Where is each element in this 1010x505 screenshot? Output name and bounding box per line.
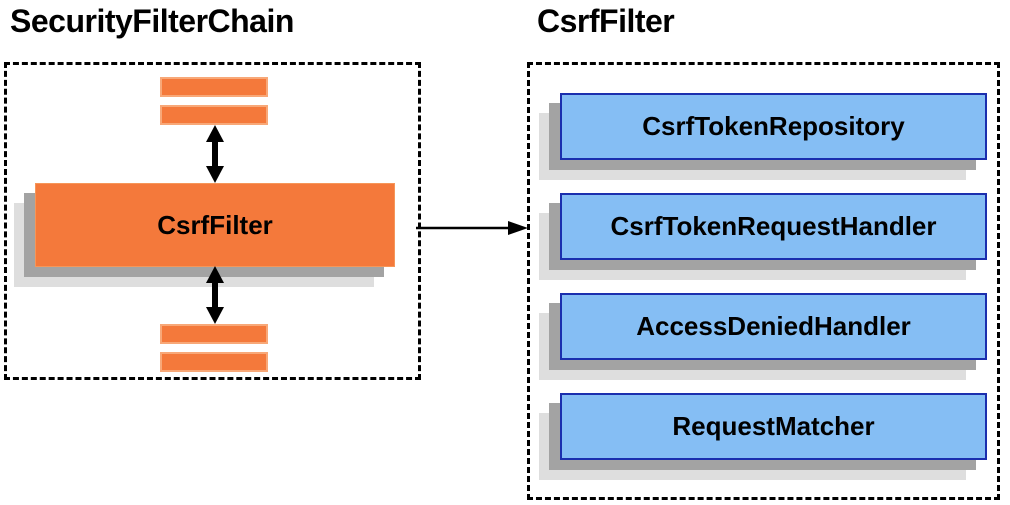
component-label: CsrfTokenRepository	[642, 111, 905, 141]
security-filter-chain-container: CsrfFilter	[4, 62, 421, 380]
flow-arrow-icon	[416, 218, 528, 238]
security-filter-chain-title: SecurityFilterChain	[10, 3, 294, 39]
component-box-csrf-token-request-handler: CsrfTokenRequestHandler	[560, 193, 987, 260]
csrf-filter-box-label: CsrfFilter	[157, 209, 273, 240]
component-box-access-denied-handler: AccessDeniedHandler	[560, 293, 987, 360]
component-box-csrf-token-repository: CsrfTokenRepository	[560, 93, 987, 160]
csrf-filter-container: CsrfTokenRepository CsrfTokenRequestHand…	[527, 62, 1000, 500]
csrf-filter-title: CsrfFilter	[537, 3, 675, 39]
bidirectional-arrow-icon	[202, 125, 228, 183]
component-label: CsrfTokenRequestHandler	[610, 211, 937, 241]
filter-chain-bar	[160, 77, 268, 97]
component-box-request-matcher: RequestMatcher	[560, 393, 987, 460]
filter-chain-bar	[160, 105, 268, 125]
component-label: RequestMatcher	[672, 411, 875, 441]
bidirectional-arrow-icon	[202, 266, 228, 324]
filter-chain-bar	[160, 352, 268, 372]
csrf-filter-box: CsrfFilter	[35, 183, 395, 267]
filter-chain-bar	[160, 324, 268, 344]
component-label: AccessDeniedHandler	[636, 311, 911, 341]
